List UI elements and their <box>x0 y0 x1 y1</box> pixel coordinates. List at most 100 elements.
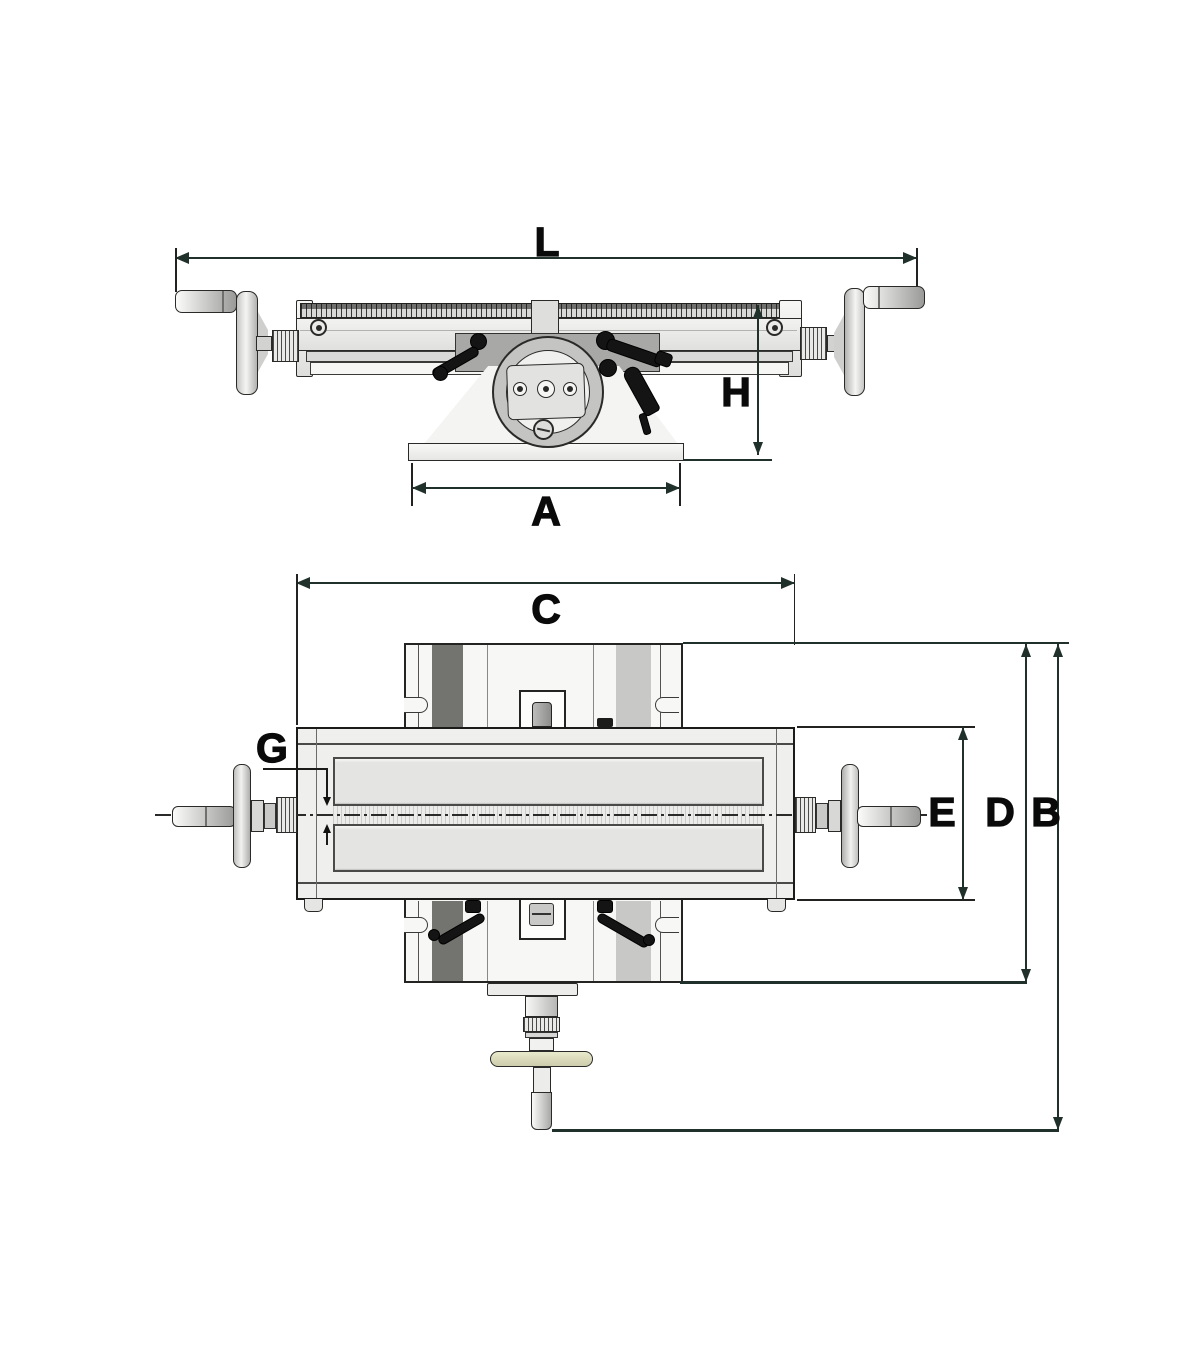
dim-label-H: H <box>721 369 752 415</box>
plan-crank-grip-left <box>172 806 236 827</box>
feed-shaft <box>533 1067 551 1093</box>
dim-arrow-D-bottom <box>1021 969 1031 982</box>
feed-collar <box>487 983 578 996</box>
dim-topline-DB <box>683 642 1069 644</box>
feed-cylinder <box>525 996 558 1017</box>
plan-crank-grip-right-ring <box>890 807 892 826</box>
saddle-top-notch-right <box>655 697 679 713</box>
dim-arrow-B-bottom <box>1053 1117 1063 1130</box>
dim-arrow-A-left <box>412 482 426 494</box>
dim-ext-C-left <box>296 574 298 725</box>
saddle-bottom-line-1 <box>418 901 419 981</box>
dim-ext-E-bottom <box>797 899 975 901</box>
dim-line-L <box>175 257 917 259</box>
dim-arrow-C-right <box>781 577 795 589</box>
clamp-knob-right <box>599 359 617 377</box>
dim-line-C <box>296 582 795 584</box>
graduated-dial-left-front <box>272 330 299 362</box>
clamp-pivot-bl <box>465 900 481 913</box>
saddle-bottom-line-3 <box>593 901 594 981</box>
lead-screw-centerline <box>155 814 935 816</box>
bolt-right <box>766 319 783 336</box>
plan-crank-grip-left-ring <box>205 807 207 826</box>
dim-label-A: A <box>531 488 562 534</box>
crank-grip-left-ring <box>222 291 224 312</box>
hub-bolt-left <box>513 382 527 396</box>
dim-arrow-H-bottom <box>753 442 763 455</box>
saddle-bottom-notch-left <box>404 917 428 933</box>
crank-grip-left <box>175 290 237 313</box>
hub-bolt-center <box>537 380 555 398</box>
table-foot-left <box>304 899 323 912</box>
saddle-bottom-line-2 <box>487 901 488 981</box>
saddle-top-line-1 <box>418 645 419 727</box>
dim-arrow-E-top <box>958 727 968 740</box>
plan-crank-grip-right <box>857 806 921 827</box>
plan-crank-collar-right <box>816 803 828 829</box>
dim-arrow-H-top <box>753 305 763 318</box>
dim-arrow-L-right <box>903 252 917 264</box>
dim-arrow-L-left <box>175 252 189 264</box>
dim-line-A <box>412 487 680 489</box>
table-plan-line-top <box>298 743 793 745</box>
dim-bottomline-D <box>680 981 1027 984</box>
crank-spoke-right <box>834 315 844 375</box>
plan-crank-disc-left <box>233 764 251 868</box>
clamp-ball-left <box>433 366 448 381</box>
feed-handwheel-disc <box>490 1051 593 1067</box>
saddle-top-stripe-dark <box>432 645 463 727</box>
saddle-top-stop-nub <box>597 718 613 727</box>
hub-bolt-right <box>563 382 577 396</box>
dim-label-G: G <box>255 725 288 771</box>
feed-graduated-dial <box>523 1017 560 1032</box>
clamp-ball-bl <box>428 929 440 941</box>
saddle-top-line-3 <box>593 645 594 727</box>
clamp-pivot-br <box>597 900 613 913</box>
dim-ext-L-left <box>175 248 177 292</box>
dim-arrow-A-right <box>666 482 680 494</box>
feed-ring <box>525 1032 558 1038</box>
saddle-bottom-line-4 <box>660 901 661 981</box>
crank-grip-right <box>863 286 925 309</box>
saddle-bottom-notch-right <box>655 917 679 933</box>
saddle-top-line-4 <box>660 645 661 727</box>
dim-arrow-G-down <box>323 797 331 806</box>
dim-leader-G-h <box>263 768 327 770</box>
plan-crank-hub-right <box>828 800 841 832</box>
table-plan-edge-right <box>776 729 777 898</box>
plan-dial-left <box>276 797 297 833</box>
bolt-left <box>310 319 327 336</box>
feed-neck <box>529 1038 554 1051</box>
dim-label-D: D <box>985 789 1016 835</box>
dim-ext-A-left <box>411 463 413 506</box>
dim-ext-L-right <box>916 248 918 288</box>
dim-arrow-B-top <box>1053 644 1063 657</box>
crank-grip-right-ring <box>878 287 880 308</box>
table-plan-line-bottom <box>298 882 793 884</box>
graduated-dial-right-front <box>800 327 827 360</box>
crank-nut-left <box>256 336 272 351</box>
dim-bottomline-B <box>552 1129 1059 1132</box>
saddle-top-notch-left <box>404 697 428 713</box>
dim-line-H <box>757 305 759 455</box>
dim-label-L: L <box>534 219 560 265</box>
dim-ext-C-right <box>793 574 795 645</box>
plan-crank-collar-left <box>264 803 276 829</box>
dim-label-B: B <box>1031 789 1062 835</box>
clamp-ball-br <box>643 934 655 946</box>
t-slot-panel-upper <box>333 757 764 806</box>
dim-baseline-H <box>684 459 772 461</box>
plan-dial-right <box>795 797 816 833</box>
dim-leader-G-tail <box>326 833 328 845</box>
dim-line-D <box>1025 643 1027 982</box>
crank-disc-left <box>236 291 258 395</box>
dim-arrow-C-left <box>296 577 310 589</box>
table-plan-edge-left <box>316 729 317 898</box>
dim-arrow-E-bottom <box>958 887 968 900</box>
dim-arrow-D-top <box>1021 644 1031 657</box>
t-slot-panel-lower <box>333 824 764 872</box>
saddle-top-stripe-light <box>616 645 651 727</box>
dim-ext-E-top <box>797 726 975 728</box>
plan-crank-hub-left <box>251 800 264 832</box>
